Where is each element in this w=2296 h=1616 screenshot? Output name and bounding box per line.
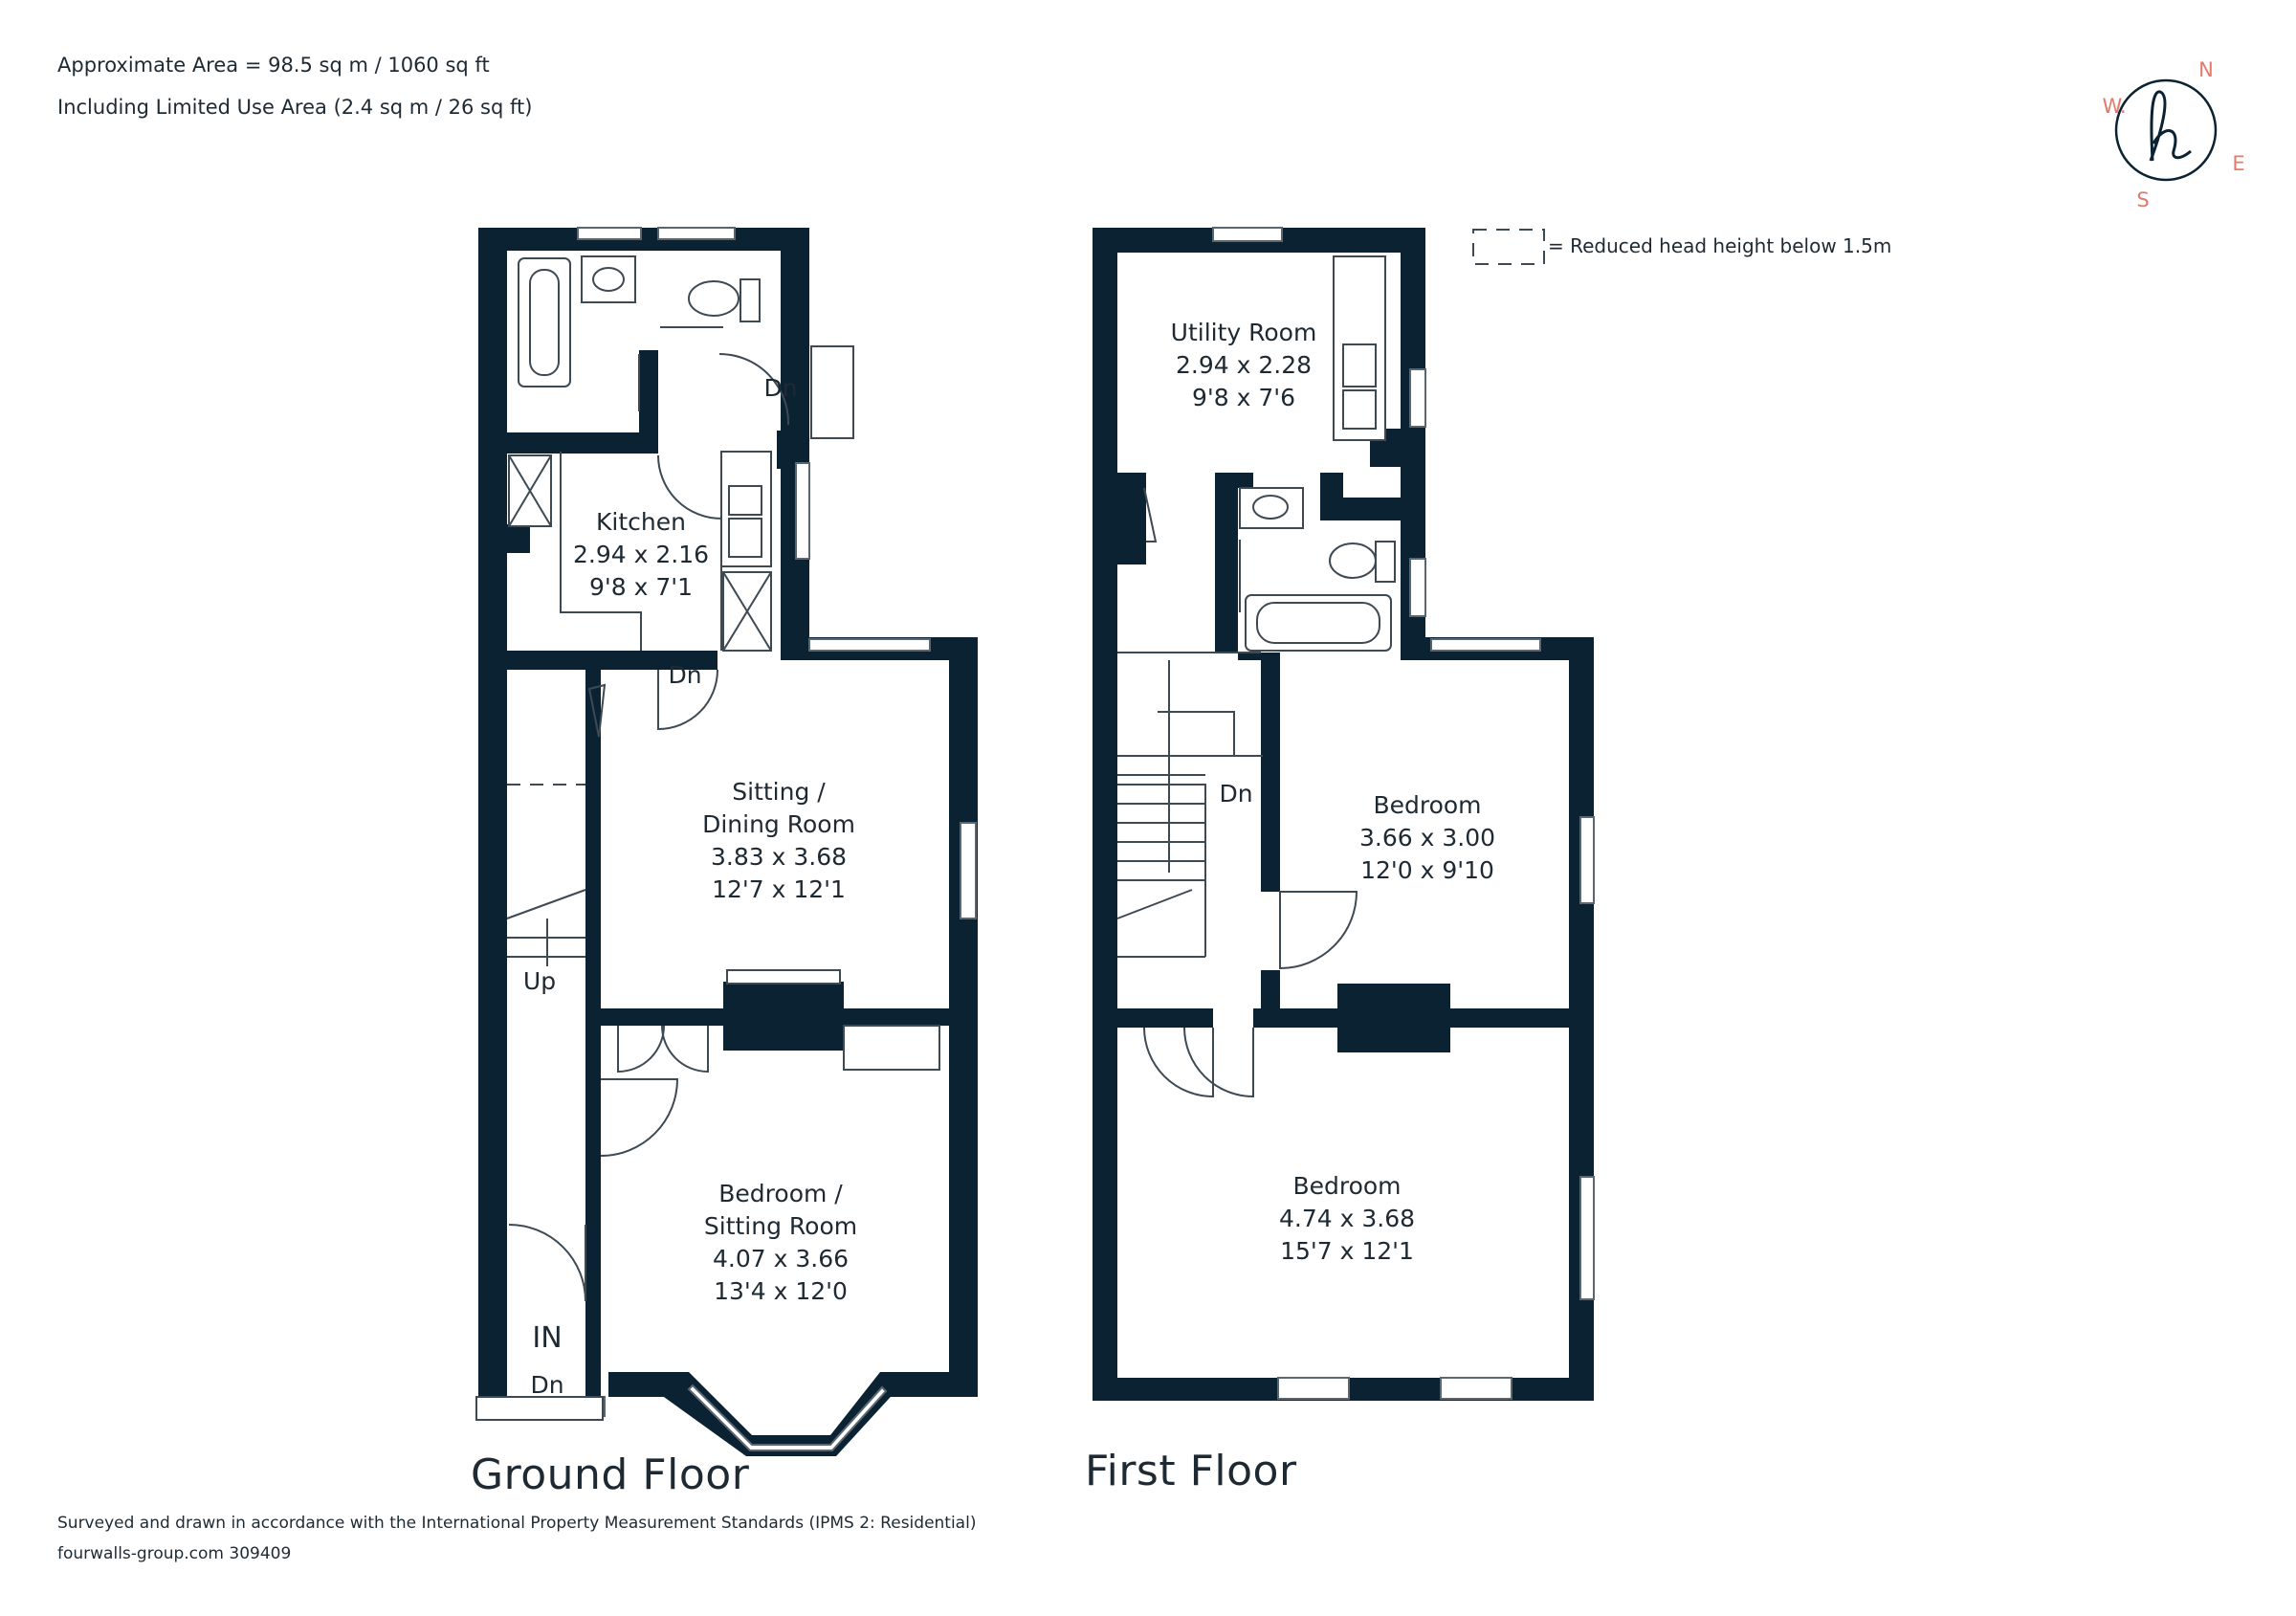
kitchen-name: Kitchen: [596, 508, 686, 536]
front-bedroom-name: Bedroom: [1292, 1172, 1401, 1200]
compass-s: S: [2136, 188, 2149, 211]
utility-room-name: Utility Room: [1171, 319, 1317, 346]
bedroom-sitting-name-1: Bedroom /: [718, 1180, 843, 1207]
first-floor-title: First Floor: [1085, 1447, 1297, 1495]
rear-bedroom-imperial: 12'0 x 9'10: [1360, 856, 1494, 884]
logo-h-glyph: [2149, 90, 2192, 162]
kitchen-metric: 2.94 x 2.16: [573, 541, 709, 568]
approximate-area-text: Approximate Area = 98.5 sq m / 1060 sq f…: [57, 54, 490, 77]
utility-room-imperial: 9'8 x 7'6: [1192, 384, 1295, 411]
rear-dn-label: Dn: [763, 374, 797, 402]
kitchen-dn-label: Dn: [668, 661, 701, 689]
bedroom-sitting-metric: 4.07 x 3.66: [713, 1245, 849, 1273]
sitting-dining-metric: 3.83 x 3.68: [711, 843, 847, 871]
bedroom-sitting-imperial: 13'4 x 12'0: [714, 1277, 848, 1305]
front-bedroom-imperial: 15'7 x 12'1: [1280, 1237, 1414, 1265]
sitting-dining-imperial: 12'7 x 12'1: [712, 875, 846, 903]
utility-room-metric: 2.94 x 2.28: [1176, 351, 1312, 379]
rear-bedroom-name: Bedroom: [1373, 791, 1481, 819]
sitting-dining-name-2: Dining Room: [702, 810, 855, 838]
ipms-standards-text: Surveyed and drawn in accordance with th…: [57, 1514, 977, 1533]
compass-w: W.: [2102, 95, 2126, 118]
compass-logo: N E S W.: [2102, 58, 2244, 211]
head-height-legend: = Reduced head height below 1.5m: [1472, 229, 1891, 265]
entrance-in-label: IN: [532, 1321, 562, 1355]
reference-number-text: fourwalls-group.com 309409: [57, 1544, 292, 1563]
legend-dashed-box: [1472, 229, 1545, 265]
compass-e: E: [2232, 152, 2244, 175]
bedroom-sitting-name-2: Sitting Room: [704, 1212, 857, 1240]
ground-floor-title: Ground Floor: [471, 1450, 750, 1499]
limited-use-area-text: Including Limited Use Area (2.4 sq m / 2…: [57, 96, 533, 119]
stairs-up-label: Up: [523, 967, 556, 995]
front-dn-label: Dn: [530, 1371, 563, 1399]
rear-bedroom-metric: 3.66 x 3.00: [1359, 824, 1495, 852]
sitting-dining-name-1: Sitting /: [732, 778, 826, 806]
kitchen-imperial: 9'8 x 7'1: [589, 573, 693, 601]
compass-n: N: [2198, 58, 2214, 81]
compass-ring: [2114, 78, 2218, 182]
first-floor-plan: [1093, 227, 1595, 1401]
legend-text: = Reduced head height below 1.5m: [1548, 234, 1891, 257]
front-bedroom-metric: 4.74 x 3.68: [1279, 1205, 1415, 1232]
ground-floor-plan: [475, 227, 978, 1456]
first-floor-stairs-dn-label: Dn: [1219, 780, 1252, 808]
